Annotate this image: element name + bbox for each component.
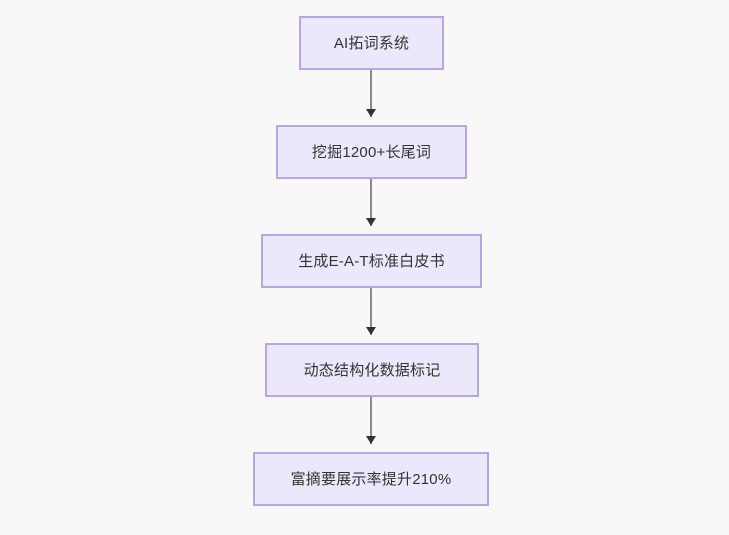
connector-line [370, 179, 372, 226]
flow-node-n5[interactable]: 富摘要展示率提升210% [253, 452, 489, 506]
flow-node-label: 挖掘1200+长尾词 [311, 143, 432, 161]
flow-node-n3[interactable]: 生成E-A-T标准白皮书 [261, 234, 482, 288]
connector-line [370, 70, 372, 117]
flow-node-n4[interactable]: 动态结构化数据标记 [265, 343, 479, 397]
flow-node-label: 生成E-A-T标准白皮书 [298, 252, 445, 270]
arrowhead-down-icon [366, 436, 376, 444]
flow-node-label: 富摘要展示率提升210% [290, 470, 452, 488]
arrowhead-down-icon [366, 327, 376, 335]
arrowhead-down-icon [366, 109, 376, 117]
connector-line [370, 288, 372, 335]
flow-node-label: 动态结构化数据标记 [303, 361, 441, 379]
flow-node-label: AI拓词系统 [333, 34, 410, 52]
flow-node-n1[interactable]: AI拓词系统 [299, 16, 444, 70]
connector-line [370, 397, 372, 444]
flow-node-n2[interactable]: 挖掘1200+长尾词 [276, 125, 467, 179]
arrowhead-down-icon [366, 218, 376, 226]
